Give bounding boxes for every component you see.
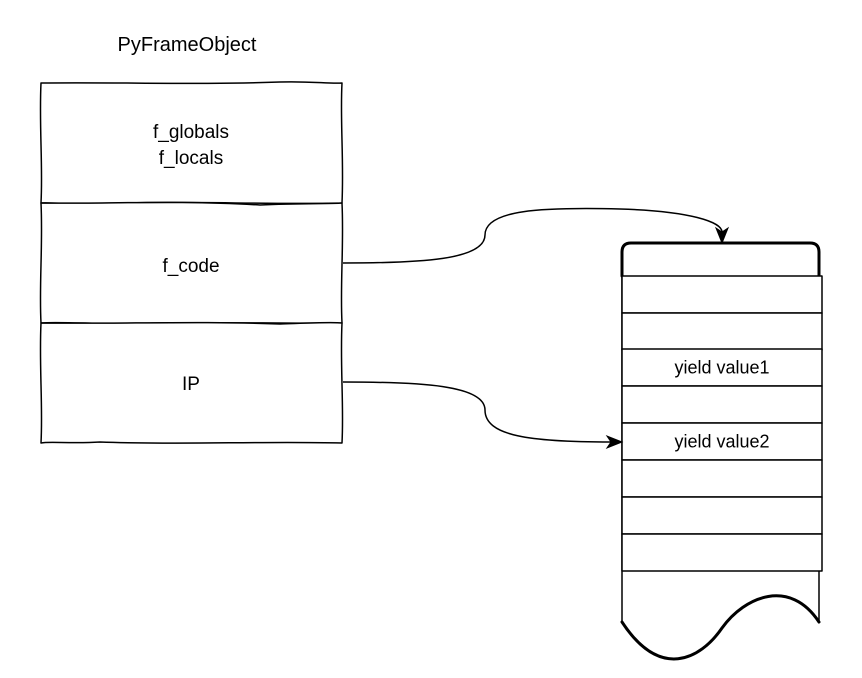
globals-label: f_globals [153,122,229,143]
bytecode-slot [621,348,823,387]
bytecode-slot [621,422,823,461]
frame-cell-globals-locals [39,81,344,205]
locals-label: f_locals [159,148,223,169]
bytecode-slots: yield value1 yield value2 [621,275,823,572]
bytecode-slot [621,496,823,535]
frame-title: PyFrameObject [118,34,257,56]
code-arrowhead-icon [714,226,730,245]
ip-arrowhead-icon [605,434,624,450]
bytecode-slot [621,459,823,498]
ip-arrow-line [342,381,612,443]
bytecode-slot-label: yield value1 [674,358,769,378]
bytecode-slot [621,385,823,424]
ip-label: IP [182,374,200,395]
code-label: f_code [162,256,219,277]
code-pointer-arrow [342,207,730,264]
code-arrow-line [342,207,723,264]
bytecode-slot [621,312,823,351]
bytecode-top-edge [620,241,821,278]
frame-cell-ip [39,321,344,444]
frame-object-box: f_globals f_locals f_code IP [39,81,344,444]
bytecode-slot [621,275,823,314]
bytecode-slot-label: yield value2 [674,432,769,452]
bytecode-wavy-bottom [620,594,821,661]
ip-pointer-arrow [342,381,624,450]
bytecode-stack: yield value1 yield value2 [620,241,823,661]
bytecode-slot [621,533,823,572]
